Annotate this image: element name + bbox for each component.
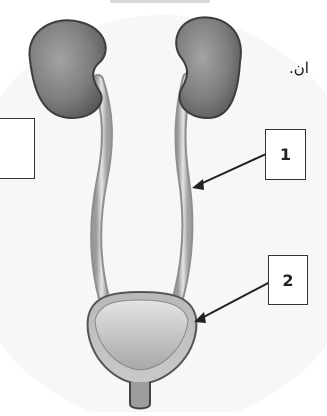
right-kidney xyxy=(176,17,241,118)
callout-label-2: 2 xyxy=(268,255,308,305)
top-edge-strip xyxy=(110,0,210,3)
callout-label-1-text: 1 xyxy=(280,145,291,164)
answer-box[interactable] xyxy=(0,118,35,179)
caption-text: ان. xyxy=(289,59,309,77)
callout-label-2-text: 2 xyxy=(282,271,293,290)
callout-label-1: 1 xyxy=(265,129,306,180)
urethra xyxy=(130,382,150,409)
